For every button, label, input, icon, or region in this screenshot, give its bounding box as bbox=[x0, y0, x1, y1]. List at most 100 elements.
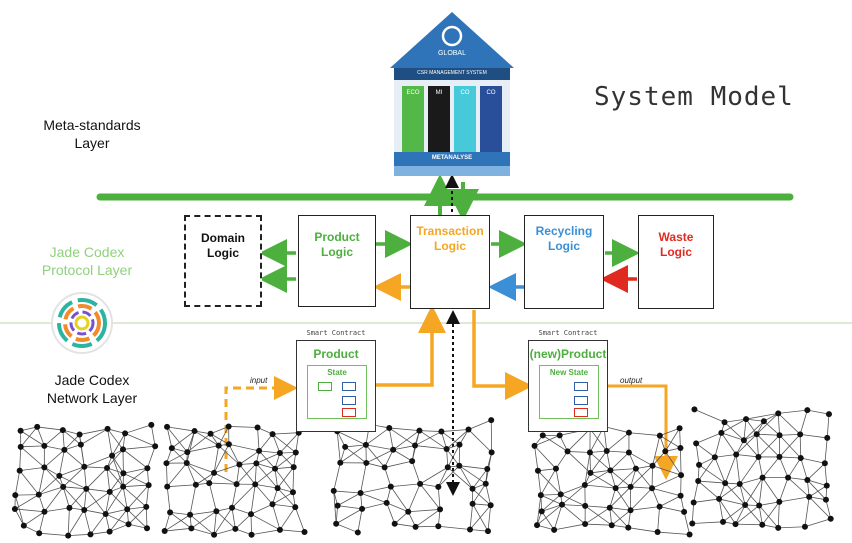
mesh-edge bbox=[777, 413, 801, 435]
mesh-edge bbox=[213, 444, 230, 474]
mesh-edge bbox=[759, 501, 780, 506]
mesh-edge bbox=[68, 533, 91, 537]
mesh-edge bbox=[19, 466, 45, 472]
mesh-edge bbox=[693, 480, 699, 503]
mesh-edge bbox=[651, 487, 681, 497]
product-smart-contract[interactable]: Smart Contract Product State bbox=[296, 329, 376, 432]
mesh-edge bbox=[719, 498, 746, 506]
mesh-node bbox=[87, 531, 94, 538]
mesh-edge bbox=[651, 488, 660, 507]
mesh-edge bbox=[459, 465, 486, 485]
mesh-edge bbox=[718, 498, 724, 522]
mesh-node bbox=[41, 442, 48, 449]
mesh-edge bbox=[584, 507, 610, 525]
mesh-edge bbox=[272, 504, 281, 530]
mesh-edge bbox=[167, 484, 196, 488]
mesh-node bbox=[272, 465, 279, 472]
mesh-edge bbox=[44, 429, 64, 447]
mesh-node bbox=[81, 506, 88, 513]
mesh-edge bbox=[166, 451, 188, 464]
mesh-edge bbox=[537, 468, 556, 472]
mesh-edge bbox=[744, 504, 763, 526]
mesh-node bbox=[552, 465, 559, 472]
mesh-edge bbox=[67, 509, 85, 536]
mesh-edge bbox=[386, 502, 409, 513]
mesh-edge bbox=[254, 468, 276, 485]
mesh-node bbox=[363, 459, 370, 466]
mesh-edge bbox=[635, 468, 653, 489]
mesh-edge bbox=[561, 484, 586, 505]
new-product-smart-contract[interactable]: Smart Contract (new)Product New State bbox=[528, 329, 608, 432]
mesh-edge bbox=[469, 505, 491, 530]
mesh-edge bbox=[124, 433, 156, 447]
mesh-edge bbox=[735, 454, 741, 485]
mesh-edge bbox=[213, 528, 236, 536]
mesh-node bbox=[248, 531, 255, 538]
mesh-edge bbox=[415, 509, 441, 528]
mesh-edge bbox=[336, 523, 358, 533]
mesh-edge bbox=[335, 508, 363, 525]
mesh-edge bbox=[166, 426, 173, 449]
mesh-edge bbox=[170, 512, 191, 516]
mesh-edge bbox=[589, 452, 611, 471]
mesh-edge bbox=[414, 445, 447, 450]
mesh-edge bbox=[777, 413, 780, 436]
mesh-edge bbox=[256, 452, 281, 464]
mesh-edge bbox=[779, 496, 810, 503]
mesh-edge bbox=[209, 482, 237, 485]
mesh-edge bbox=[447, 466, 473, 490]
mesh-edge bbox=[105, 508, 128, 515]
mesh-edge bbox=[258, 450, 276, 469]
mesh-edge bbox=[651, 474, 682, 489]
mesh-edge bbox=[83, 466, 87, 489]
mesh-edge bbox=[105, 513, 110, 532]
mesh-edge bbox=[419, 466, 449, 485]
mesh-edge bbox=[106, 449, 124, 469]
mesh-edge bbox=[609, 507, 631, 511]
mesh-node bbox=[247, 511, 254, 518]
house-pillar-2: MI bbox=[435, 90, 443, 96]
mesh-edge bbox=[779, 456, 789, 478]
mesh-edge bbox=[14, 508, 45, 513]
mesh-edge bbox=[210, 426, 229, 435]
mesh-edge bbox=[441, 431, 447, 450]
mesh-edge bbox=[630, 487, 653, 511]
mesh-edge bbox=[807, 462, 826, 481]
mesh-edge bbox=[345, 444, 366, 448]
mesh-edge bbox=[630, 468, 637, 488]
mesh-edge bbox=[235, 513, 252, 530]
house-pillar-1: ECO bbox=[406, 90, 420, 96]
mesh-edge bbox=[14, 470, 21, 496]
mesh-edge bbox=[826, 414, 830, 438]
mesh-edge bbox=[555, 468, 562, 495]
mesh-node bbox=[276, 526, 283, 533]
mesh-edge bbox=[763, 420, 780, 436]
mesh-edge bbox=[20, 426, 38, 448]
mesh-edge bbox=[213, 507, 233, 536]
mesh-node bbox=[776, 498, 783, 505]
mesh-edge bbox=[756, 413, 779, 435]
mesh-edge bbox=[187, 433, 211, 453]
mesh-node bbox=[359, 505, 366, 512]
mesh-edge bbox=[213, 472, 237, 485]
mesh-node bbox=[607, 467, 614, 474]
mesh-node bbox=[183, 459, 190, 466]
mesh-edge bbox=[807, 479, 827, 500]
mesh-edge bbox=[228, 444, 240, 465]
mesh-edge bbox=[62, 429, 82, 445]
mesh-node bbox=[775, 524, 782, 531]
mesh-edge bbox=[541, 494, 561, 512]
mesh-node bbox=[269, 431, 276, 438]
mesh-edge bbox=[415, 525, 439, 528]
mesh-edge bbox=[186, 462, 215, 474]
mesh-edge bbox=[38, 511, 45, 534]
mesh-node bbox=[124, 506, 131, 513]
mesh-edge bbox=[469, 529, 489, 532]
mesh-node bbox=[232, 525, 239, 532]
